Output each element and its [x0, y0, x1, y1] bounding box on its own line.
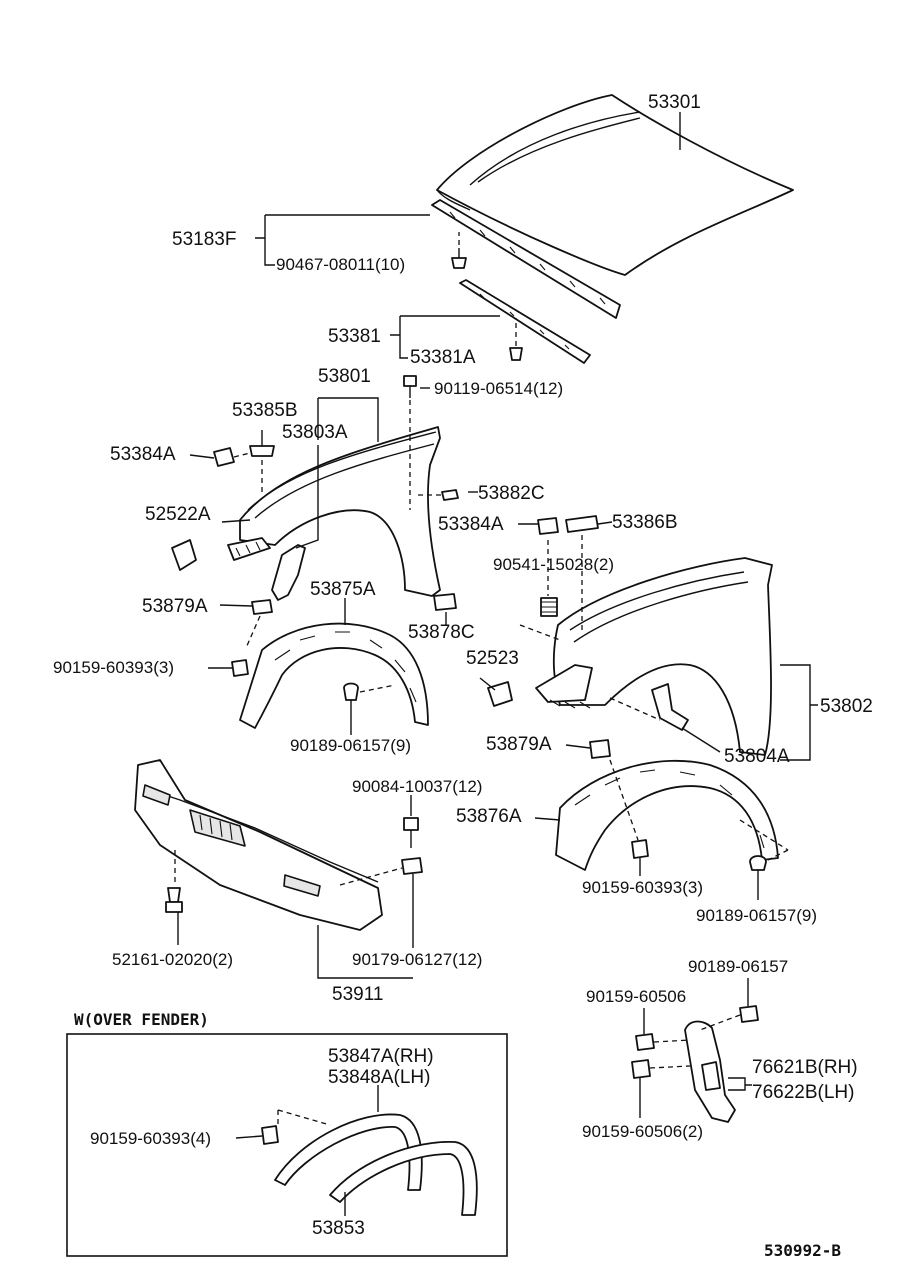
- label-rh-screw: 90159-60393(3): [582, 878, 703, 897]
- label-rh-liner-a: 53804A: [724, 746, 790, 767]
- label-lh-clip-c: 53878C: [408, 622, 475, 643]
- lh-fender-liner-bracket[interactable]: [271, 544, 306, 601]
- rh-bracket-icon[interactable]: [589, 739, 611, 759]
- label-hood-rear-seal-clip: 53381A: [410, 347, 476, 368]
- mud-clip-icon[interactable]: [739, 1005, 759, 1023]
- label-bumper-bolt: 90084-10037(12): [352, 777, 482, 796]
- label-lh-fender-seal-b: 53385B: [232, 400, 298, 421]
- hood-seal-clip-icon[interactable]: [451, 248, 467, 269]
- over-fender-seal[interactable]: [329, 1141, 478, 1216]
- label-rh-bracket-a: 53879A: [486, 734, 552, 755]
- diagram-code: 530992-B: [764, 1241, 841, 1260]
- label-lh-liner-clip: 90189-06157(9): [290, 736, 411, 755]
- label-mud-screw-top: 90159-60506: [586, 987, 686, 1006]
- label-lh-screw: 90159-60393(3): [53, 658, 174, 677]
- label-lh-fender-bolt: 90119-06514(12): [434, 379, 563, 398]
- label-lh-fender-liner-a: 53803A: [282, 422, 348, 443]
- label-lh-splash-a: 53875A: [310, 579, 376, 600]
- lh-splash-shield[interactable]: [239, 622, 429, 729]
- lh-liner-clip-icon[interactable]: [343, 682, 359, 701]
- hood-rear-seal-clip-icon[interactable]: [509, 347, 523, 361]
- rh-screw-icon[interactable]: [631, 839, 649, 859]
- lh-bracket-icon[interactable]: [251, 599, 273, 615]
- lh-fender-seal-icon[interactable]: [249, 430, 275, 457]
- label-lh-bracket-a: 53879A: [142, 596, 208, 617]
- lh-screw-icon[interactable]: [231, 659, 249, 677]
- label-over-fender-screw: 90159-60393(4): [90, 1129, 211, 1148]
- lh-cushion-icon[interactable]: [213, 447, 235, 467]
- label-rh-splash-a: 53876A: [456, 806, 522, 827]
- mud-screw-top-icon[interactable]: [635, 1033, 655, 1051]
- label-rh-fender-clip-b: 53386B: [612, 512, 678, 533]
- label-bumper-nut: 90179-06127(12): [352, 950, 482, 969]
- lh-fender-panel[interactable]: [227, 426, 441, 597]
- mud-screw-bottom-icon[interactable]: [631, 1059, 651, 1079]
- label-rh-fender-set: 53802: [820, 696, 873, 717]
- rh-liner-clip-icon[interactable]: [749, 855, 767, 871]
- rh-fender-liner-bracket[interactable]: [651, 683, 689, 731]
- lh-fender-clip-icon[interactable]: [441, 489, 459, 501]
- label-hood-rear-seal: 53381: [328, 326, 381, 347]
- label-rh-cushion-a: 53384A: [438, 514, 504, 535]
- bumper-clip-icon[interactable]: [165, 887, 183, 913]
- rh-fender-panel[interactable]: [535, 557, 773, 756]
- label-hood-seal-clip: 90467-08011(10): [276, 255, 405, 274]
- mud-flap[interactable]: [684, 1020, 736, 1123]
- front-bumper[interactable]: [134, 759, 383, 931]
- label-rh-retainer: 52523: [466, 648, 519, 669]
- label-mud-flap-rh: 76621B(RH): [752, 1057, 858, 1078]
- rh-nut-icon[interactable]: [540, 597, 558, 617]
- bumper-bolt-icon[interactable]: [403, 817, 419, 848]
- lh-fender-bolt-icon[interactable]: [403, 375, 417, 398]
- inset-title: W(OVER FENDER): [74, 1010, 209, 1029]
- rh-splash-shield[interactable]: [555, 759, 779, 871]
- over-fender-arch[interactable]: [274, 1113, 423, 1191]
- label-hood: 53301: [648, 92, 701, 113]
- label-over-fender-lh: 53848A(LH): [328, 1067, 430, 1088]
- hood-front-seal[interactable]: [431, 199, 621, 319]
- label-rh-liner-clip: 90189-06157(9): [696, 906, 817, 925]
- inset-box: [66, 1033, 508, 1257]
- label-bumper-clip: 52161-02020(2): [112, 950, 233, 969]
- leader-lines: [177, 112, 818, 1216]
- hood-panel[interactable]: [436, 94, 794, 276]
- label-hood-seal-set: 53183F: [172, 229, 236, 250]
- rh-fender-clip-icon[interactable]: [565, 515, 599, 533]
- lh-retainer-icon[interactable]: [171, 539, 197, 571]
- label-lh-fender-set: 53801: [318, 366, 371, 387]
- bumper-nut-icon[interactable]: [401, 857, 423, 875]
- rh-cushion-icon[interactable]: [537, 517, 559, 535]
- label-rh-nut: 90541-15028(2): [493, 555, 614, 574]
- hood-rear-seal[interactable]: [459, 279, 591, 364]
- label-lh-retainer-a: 52522A: [145, 504, 211, 525]
- label-lh-cushion-a: 53384A: [110, 444, 176, 465]
- lh-clip-c-icon[interactable]: [433, 593, 457, 611]
- label-mud-flap-lh: 76622B(LH): [752, 1082, 854, 1103]
- rh-retainer-icon[interactable]: [487, 681, 513, 707]
- label-mud-clip: 90189-06157: [688, 957, 788, 976]
- label-over-fender-rh: 53847A(RH): [328, 1046, 434, 1067]
- label-over-fender-seal: 53853: [312, 1218, 365, 1239]
- label-mud-screw-bottom: 90159-60506(2): [582, 1122, 703, 1141]
- label-bumper: 53911: [332, 984, 383, 1005]
- label-lh-fender-clip-c: 53882C: [478, 483, 545, 504]
- over-fender-screw-icon[interactable]: [261, 1125, 279, 1145]
